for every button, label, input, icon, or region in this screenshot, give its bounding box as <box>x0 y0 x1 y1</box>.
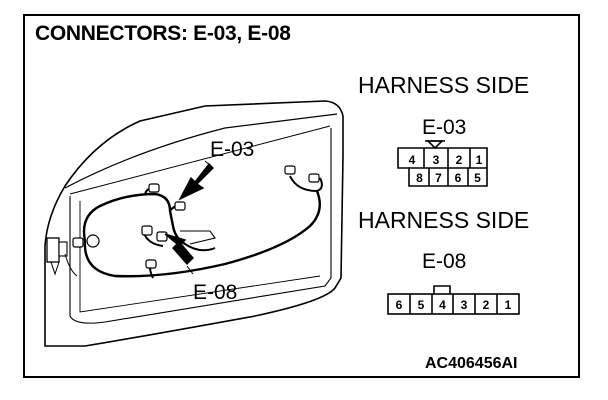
pin-e03-3: 3 <box>432 153 440 167</box>
pin-e08-3: 3 <box>460 298 468 312</box>
harness-connector <box>308 173 320 183</box>
harness-connector <box>72 237 84 248</box>
harness-side-label-e08: HARNESS SIDE <box>358 207 530 233</box>
window-line-inner <box>69 125 331 195</box>
harness-grommet <box>86 234 100 248</box>
door-illustration <box>44 100 520 347</box>
arrow-e03 <box>178 162 214 201</box>
harness-connector <box>156 231 168 242</box>
pin-e03-1: 1 <box>475 153 483 167</box>
diagram-title: CONNECTORS: E-03, E-08 <box>35 22 291 45</box>
connector-e08-face <box>387 285 520 315</box>
pin-e08-5: 5 <box>417 298 425 312</box>
harness-connector <box>145 259 157 269</box>
connector-e08-name: E-08 <box>422 250 467 273</box>
pin-e03-4: 4 <box>408 153 416 167</box>
hinge-connector <box>46 237 60 263</box>
pin-e03-7: 7 <box>435 171 442 185</box>
wire-harness <box>82 192 186 246</box>
pin-e03-2: 2 <box>455 153 463 167</box>
pin-e08-4: 4 <box>439 298 446 312</box>
connector-e03-face <box>397 140 488 187</box>
pin-e03-5: 5 <box>474 171 481 185</box>
pin-e03-8: 8 <box>416 171 423 185</box>
pin-e08-6: 6 <box>395 298 403 312</box>
harness-connector <box>284 165 296 175</box>
harness-side-label-e03: HARNESS SIDE <box>358 72 530 98</box>
window-line <box>64 113 338 189</box>
pin-e03-6: 6 <box>454 171 462 185</box>
diagram-frame: CONNECTORS: E-03, E-08 <box>23 14 580 378</box>
door-label-e03: E-03 <box>210 138 255 161</box>
arrow-e08 <box>164 233 194 266</box>
harness-connector <box>174 201 186 211</box>
harness-connector <box>148 183 160 193</box>
door-outline <box>44 100 344 347</box>
figure-code: AC406456AI <box>425 355 518 372</box>
harness-connector <box>141 225 153 236</box>
pin-e08-2: 2 <box>482 298 490 312</box>
connector-e03-name: E-03 <box>422 116 467 139</box>
pin-e08-1: 1 <box>504 298 512 312</box>
door-label-e08: E-08 <box>193 281 238 304</box>
door-inner-panel <box>69 128 332 324</box>
